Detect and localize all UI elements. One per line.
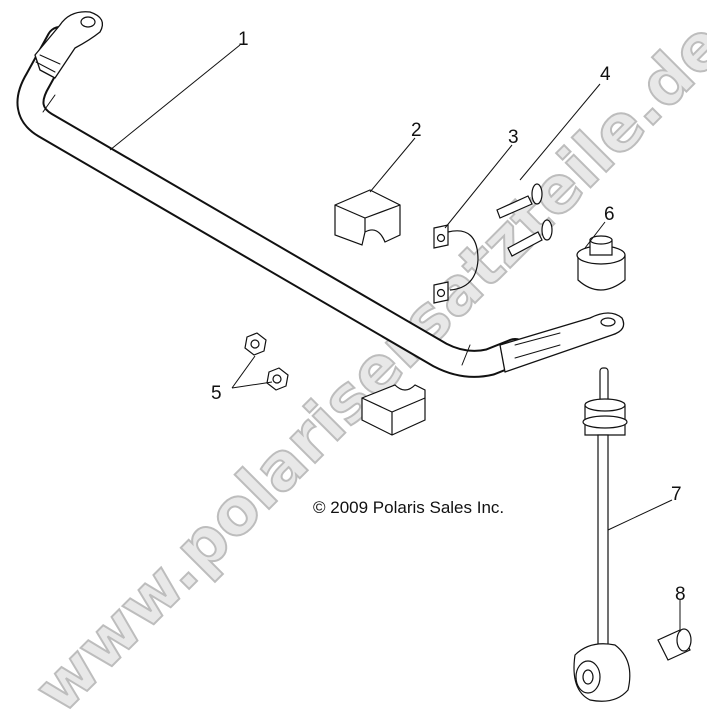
spacer [657, 628, 692, 661]
callout-4: 4 [600, 64, 611, 85]
callout-7: 7 [671, 484, 682, 505]
bracket [433, 224, 479, 304]
callout-6: 6 [604, 204, 615, 225]
callout-3: 3 [508, 127, 519, 148]
bolts [496, 183, 553, 257]
bushing-upper [334, 189, 401, 246]
rubber-mount [576, 235, 626, 291]
sway-bar [16, 11, 625, 378]
callout-1: 1 [238, 29, 249, 50]
callout-5: 5 [211, 383, 222, 404]
copyright-text: © 2009 Polaris Sales Inc. [313, 498, 505, 517]
end-link [573, 367, 631, 702]
bushing-lower [361, 384, 426, 436]
callout-2: 2 [411, 120, 422, 141]
leader-lines [109, 44, 681, 632]
callout-8: 8 [675, 584, 686, 605]
nuts [244, 332, 289, 391]
